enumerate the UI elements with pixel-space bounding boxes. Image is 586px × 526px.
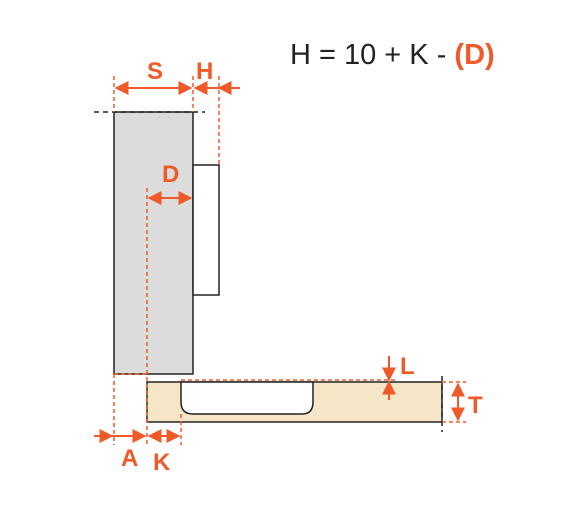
label-a: A [121, 445, 138, 472]
formula-highlight: (D) [454, 39, 494, 71]
label-l: L [400, 353, 415, 380]
label-t: T [468, 392, 483, 419]
label-k: K [153, 449, 171, 476]
label-s: S [147, 58, 163, 85]
formula: H = 10 + K - (D) [290, 39, 495, 71]
hinge-cup [180, 381, 314, 415]
door-panel [113, 111, 194, 375]
dimension-arrows [94, 81, 465, 443]
label-d: D [162, 161, 179, 188]
formula-base: H = 10 + K - [290, 39, 454, 71]
label-h: H [196, 58, 213, 85]
hinge-plate [192, 164, 220, 296]
